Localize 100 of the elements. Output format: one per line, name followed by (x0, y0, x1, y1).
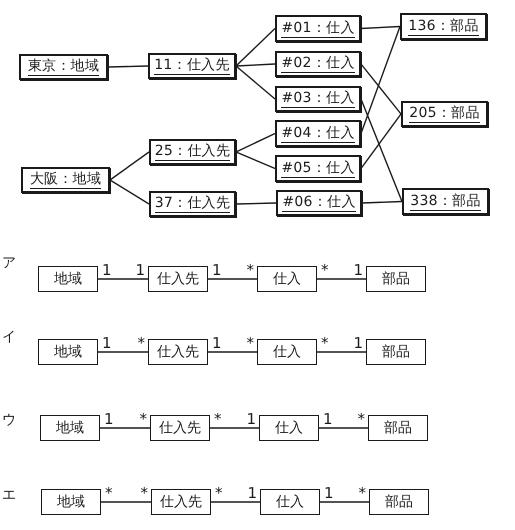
class-box (260, 489, 320, 515)
object-name: 338：部品 (410, 192, 481, 210)
class-name: 仕入先 (157, 344, 199, 360)
object-name: 25：仕入先 (154, 143, 230, 161)
multiplicity-label: 1 (104, 412, 114, 427)
class-box (369, 489, 429, 515)
class-box (366, 339, 426, 365)
class-box (148, 339, 208, 365)
object-box (275, 15, 361, 42)
object-box (276, 190, 362, 216)
class-box (257, 339, 317, 365)
multiplicity-label: * (358, 486, 366, 501)
association-line (101, 501, 151, 503)
multiplicity-label: * (246, 336, 254, 351)
class-box (38, 266, 98, 292)
object-box (275, 120, 361, 147)
multiplicity-label: 1 (246, 412, 256, 427)
multiplicity-label: 1 (353, 336, 363, 351)
class-name: 部品 (384, 420, 412, 436)
class-box (366, 266, 426, 292)
association-line (208, 351, 257, 353)
object-box (149, 191, 236, 217)
class-box (150, 415, 210, 441)
association-line (110, 151, 150, 181)
association-line (360, 26, 400, 30)
object-name: #04：仕入 (281, 124, 355, 142)
class-box (148, 266, 208, 292)
multiplicity-label: * (321, 263, 328, 278)
multiplicity-label: 1 (212, 263, 222, 278)
object-name: 東京：地域 (28, 58, 100, 76)
object-name: #01：仕入 (281, 20, 355, 38)
association-line (98, 351, 148, 353)
class-name: 仕入 (273, 344, 301, 360)
object-name: 11：仕入先 (154, 57, 230, 75)
class-box (38, 339, 98, 365)
object-name: #05：仕入 (281, 160, 355, 178)
object-name: 37：仕入先 (154, 195, 230, 213)
association-line (360, 98, 403, 202)
class-name: 仕入 (276, 494, 304, 510)
association-line (320, 501, 369, 503)
association-line (208, 278, 257, 280)
multiplicity-label: 1 (353, 263, 363, 278)
association-line (317, 278, 366, 280)
association-line (236, 63, 276, 67)
association-line (236, 151, 276, 170)
object-name: #06：仕入 (282, 194, 356, 212)
class-box (40, 415, 100, 441)
class-name: 仕入 (275, 420, 303, 436)
multiplicity-label: 1 (324, 486, 334, 501)
association-line (100, 427, 150, 429)
object-name: 大阪：地域 (30, 171, 102, 189)
class-name: 仕入先 (157, 271, 199, 287)
class-name: 部品 (385, 494, 413, 510)
class-name: 仕入先 (160, 494, 202, 510)
class-box (151, 489, 211, 515)
multiplicity-label: 1 (135, 263, 145, 278)
association-line (317, 351, 366, 353)
multiplicity-label: 1 (102, 336, 112, 351)
association-line (236, 65, 276, 100)
association-line (360, 26, 401, 134)
object-box (400, 13, 487, 40)
object-box (275, 155, 361, 182)
multiplicity-label: 1 (247, 486, 257, 501)
multiplicity-label: 1 (212, 336, 222, 351)
class-name: 地域 (54, 344, 82, 360)
class-box (259, 415, 319, 441)
multiplicity-label: 1 (102, 263, 112, 278)
association-line (98, 278, 148, 280)
association-line (236, 132, 276, 153)
association-line (360, 114, 402, 169)
class-name: 部品 (382, 271, 410, 287)
multiplicity-label: * (105, 486, 112, 501)
option-letter: ウ (2, 412, 16, 428)
option-letter: ア (2, 255, 16, 271)
association-line (360, 64, 402, 114)
association-line (211, 501, 260, 503)
class-name: 部品 (382, 344, 410, 360)
object-box (402, 188, 489, 215)
object-name: 205：部品 (409, 105, 480, 123)
option-letter: イ (2, 329, 16, 345)
object-box (275, 86, 361, 112)
multiplicity-label: * (246, 263, 254, 278)
class-box (368, 415, 428, 441)
multiplicity-label: * (140, 412, 147, 427)
class-name: 地域 (56, 420, 84, 436)
multiplicity-label: * (214, 412, 222, 427)
multiplicity-label: * (138, 336, 145, 351)
multiplicity-label: 1 (323, 412, 333, 427)
association-line (210, 427, 259, 429)
association-line (236, 202, 276, 205)
association-line (236, 28, 276, 66)
object-name: #02：仕入 (281, 55, 355, 73)
association-line (110, 179, 150, 205)
class-name: 仕入先 (159, 420, 201, 436)
association-line (319, 427, 368, 429)
object-box (401, 101, 488, 127)
object-name: 136：部品 (408, 18, 479, 36)
multiplicity-label: * (140, 486, 148, 501)
object-box (21, 167, 110, 193)
class-box (41, 489, 101, 515)
